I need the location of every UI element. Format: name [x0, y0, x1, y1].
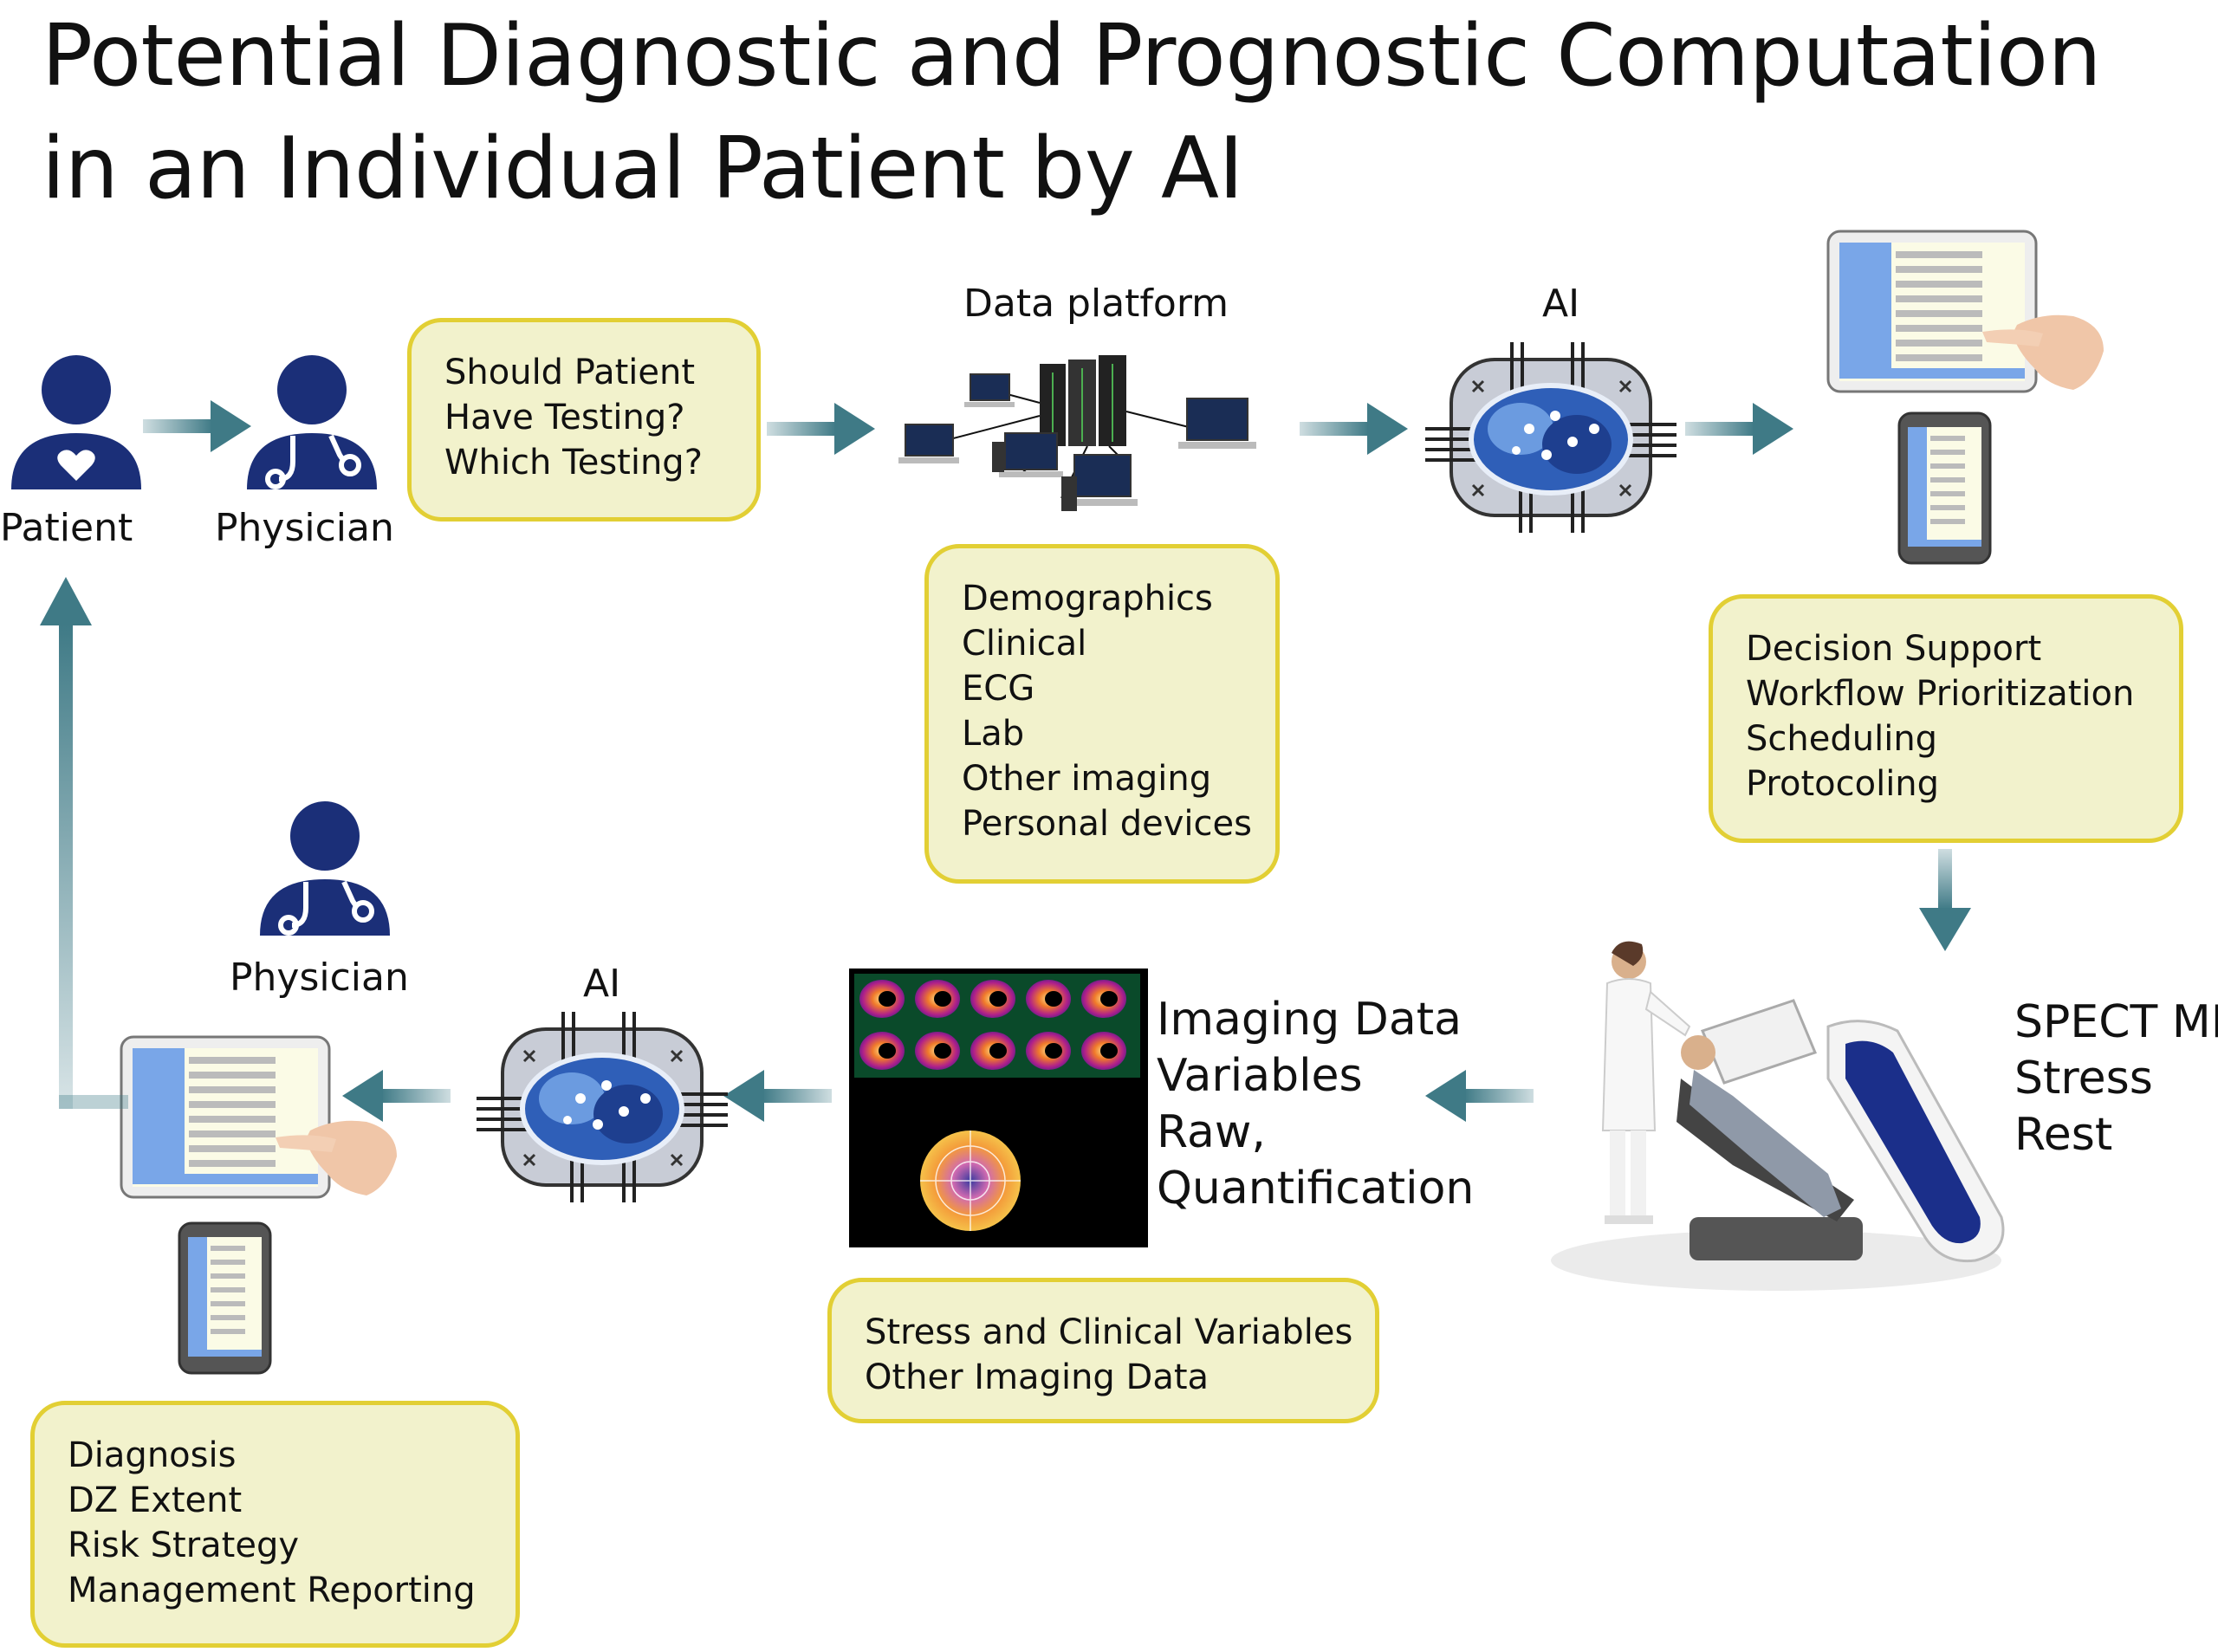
arrow-ai-to-tablet [1685, 403, 1793, 455]
testing-line-3: Which Testing? [444, 443, 703, 483]
data-source-ecg: ECG [962, 669, 1035, 709]
title-line-2: in an Individual Patient by AI [42, 120, 1243, 218]
imaging-labels: Imaging Data Variables Raw, Quantificati… [1157, 992, 1474, 1217]
stress-clinical-box: Stress and Clinical Variables Other Imag… [827, 1278, 1379, 1423]
spect-mpi-label: SPECT MPI [2014, 996, 2218, 1048]
imaging-quantification-label: Quantification [1157, 1163, 1475, 1215]
ai-brain-chip-icon-bottom [477, 1012, 728, 1202]
stress-clinical-variables: Stress and Clinical Variables [865, 1312, 1353, 1352]
scheduling: Scheduling [1746, 719, 1938, 759]
arrow-testing-to-platform [767, 403, 875, 455]
physician-top-label: Physician [215, 506, 394, 550]
arrow-return-to-patient [40, 577, 128, 1109]
perfusion-image-icon [849, 969, 1148, 1247]
ai-brain-chip-icon [1425, 342, 1676, 533]
protocoling: Protocoling [1746, 764, 1940, 804]
workflow-prioritization: Workflow Prioritization [1746, 674, 2135, 714]
arrow-imaging-to-ai [723, 1070, 832, 1122]
spect-stress-label: Stress [2014, 1053, 2153, 1105]
spect-rest-label: Rest [2014, 1109, 2113, 1161]
testing-questions-box: Should Patient Have Testing? Which Testi… [407, 318, 761, 522]
tablet-icon [1826, 230, 2104, 393]
physician-icon [247, 355, 377, 489]
imaging-data-label: Imaging Data [1157, 994, 1462, 1046]
other-imaging-data: Other Imaging Data [865, 1357, 1210, 1397]
imaging-variables-label: Variables [1157, 1050, 1363, 1102]
server-network-icon [898, 355, 1256, 511]
outcomes-box: Diagnosis DZ Extent Risk Strategy Manage… [30, 1401, 520, 1648]
arrow-ai-to-tablet-bottom [342, 1070, 451, 1122]
diagram-title: Potential Diagnostic and Prognostic Comp… [42, 0, 2102, 225]
data-source-personal-devices: Personal devices [962, 804, 1252, 844]
outcome-diagnosis: Diagnosis [68, 1435, 237, 1475]
phone-icon [1897, 411, 1992, 565]
spect-scanner-icon [1551, 941, 2005, 1291]
spect-labels: SPECT MPI Stress Rest [2014, 994, 2218, 1163]
patient-icon [11, 355, 141, 489]
testing-line-1: Should Patient [444, 353, 696, 392]
arrow-decision-to-spect [1919, 849, 1971, 951]
testing-line-2: Have Testing? [444, 398, 685, 437]
imaging-raw-label: Raw, [1157, 1106, 1266, 1158]
patient-label: Patient [0, 506, 133, 550]
arrow-platform-to-ai [1300, 403, 1408, 455]
ai-bottom-label: AI [583, 962, 621, 1006]
tablet-icon-bottom [120, 1035, 397, 1199]
ai-top-label: AI [1542, 282, 1580, 326]
outcome-dz-extent: DZ Extent [68, 1480, 243, 1520]
arrow-patient-to-physician [143, 400, 251, 452]
physician-icon-bottom [260, 801, 390, 936]
data-source-other-imaging: Other imaging [962, 759, 1212, 799]
data-source-lab: Lab [962, 714, 1025, 754]
decision-support: Decision Support [1746, 629, 2042, 669]
data-source-clinical: Clinical [962, 624, 1087, 664]
outcome-risk-strategy: Risk Strategy [68, 1526, 300, 1565]
arrow-spect-to-imaging [1425, 1070, 1534, 1122]
physician-bottom-label: Physician [230, 956, 409, 1000]
phone-icon-bottom [178, 1221, 272, 1375]
title-line-1: Potential Diagnostic and Prognostic Comp… [42, 7, 2102, 106]
data-source-demographics: Demographics [962, 579, 1213, 619]
data-sources-box: Demographics Clinical ECG Lab Other imag… [924, 544, 1280, 884]
decision-support-box: Decision Support Workflow Prioritization… [1709, 594, 2183, 843]
data-platform-label: Data platform [963, 282, 1229, 326]
outcome-management-reporting: Management Reporting [68, 1571, 476, 1610]
